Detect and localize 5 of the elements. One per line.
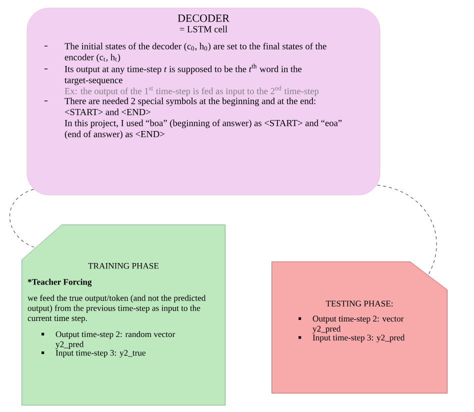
training-box: TRAINING PHASE *Teacher Forcing we feed the true output/token (and not the predicted output) from the previous time-step as input to the current time step. Output time-step 2: random vector y2_pred Input time-step 3: y2_true (22, 224, 226, 406)
connector-line (376, 184, 437, 278)
decoder-box: DECODER = LSTM cell The initial states of the decoder (c$_{0}$, h$_{0}$) are set to the final states of the encoder (c$_{t}$, h$_{t}$) Its output at any time-step t is supposed to be the t$^{th}$ word in the target-sequence Ex: the output of the 1$^{st}$ time-step is fed as input to the 2$^{nd}$ time-step There are needed 2 special symbols at the beginning and at the end: <START> and <END> In this project, I used “boa” (beginning of answer) as <START> and “eoa” (end of answer) as <END> (26, 8, 380, 196)
testing-box: TESTING PHASE: Output time-step 2: vector y2_pred Input time-step 3: y2_pred (272, 262, 448, 394)
connector-line (10, 188, 36, 248)
